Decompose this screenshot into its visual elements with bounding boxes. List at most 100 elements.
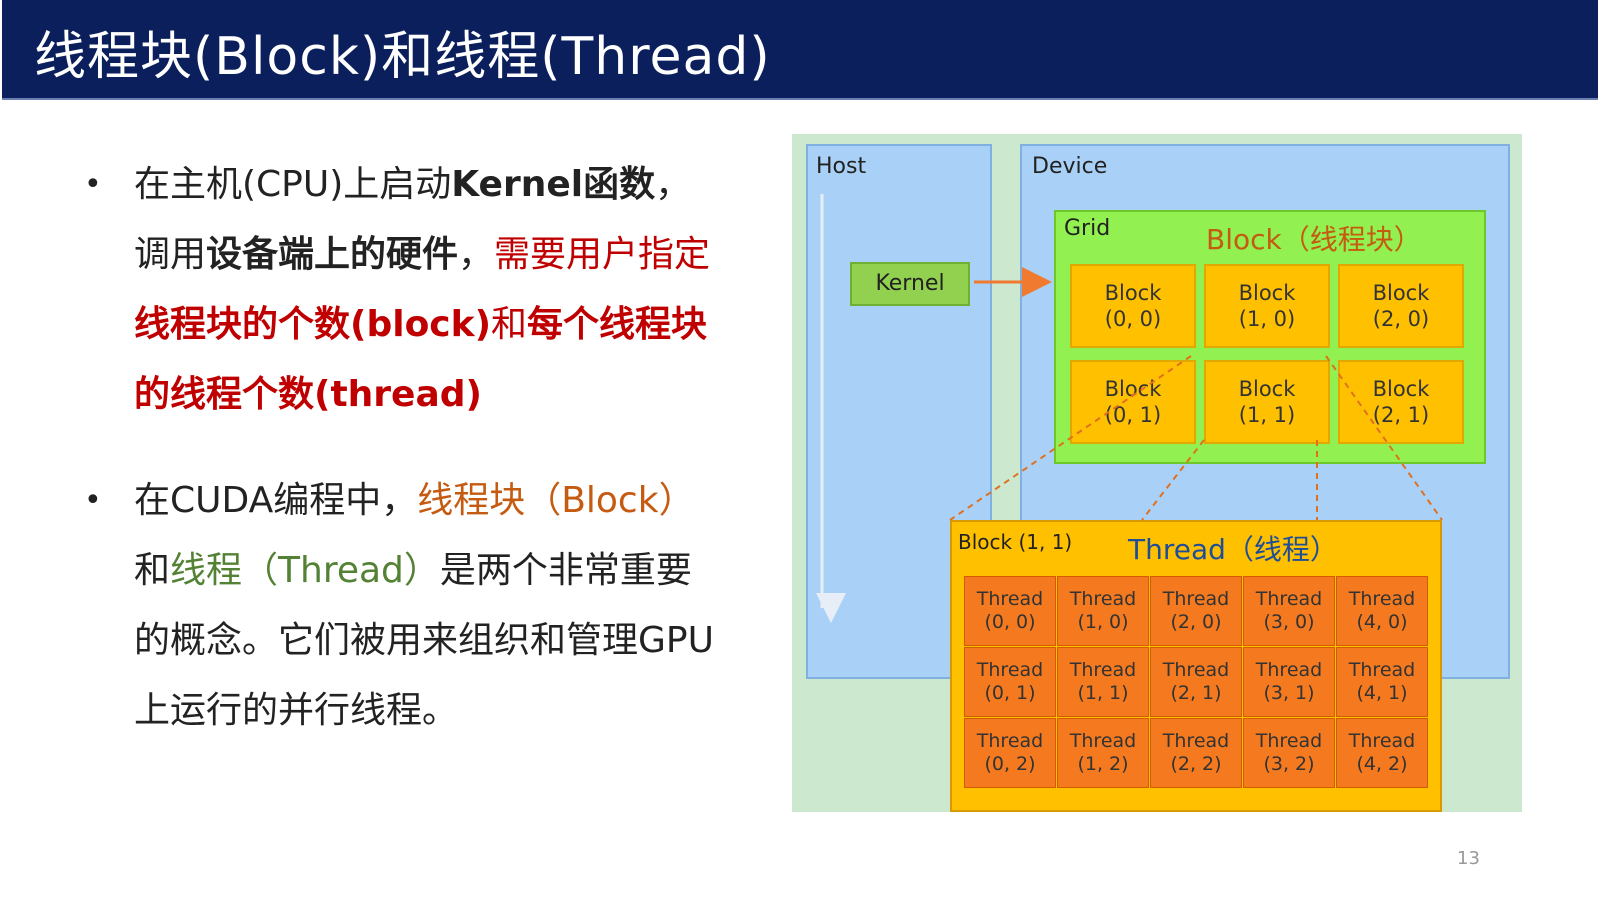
thread-cell-label: Thread xyxy=(1162,588,1230,610)
bullet-2-seg-4: 是两个非常重要的概念。它们被用来组织和管理GPU上运行的并行线程。 xyxy=(134,550,714,731)
block-cell: Block(1, 0) xyxy=(1204,264,1330,348)
page-number: 13 xyxy=(1457,848,1480,869)
kernel-box: Kernel xyxy=(850,262,970,306)
bullet-list: • 在主机(CPU)上启动Kernel函数，调用设备端上的硬件，需要用户指定线程… xyxy=(84,150,724,782)
thread-cell-index: (0, 1) xyxy=(984,682,1036,704)
thread-cell-label: Thread xyxy=(1069,659,1137,681)
host-label: Host xyxy=(816,154,867,179)
thread-cell-index: (4, 1) xyxy=(1356,682,1408,704)
block-cell-label: Block xyxy=(1104,377,1162,401)
thread-cell-label: Thread xyxy=(1348,588,1416,610)
thread-cell-label: Thread xyxy=(976,730,1044,752)
block-cell: Block(0, 0) xyxy=(1070,264,1196,348)
bullet-1-seg-6: 线程块的个数(block) xyxy=(134,304,492,345)
block-cell-index: (1, 1) xyxy=(1238,403,1296,427)
bullet-2-seg-1: 线程块（Block） xyxy=(417,480,695,521)
bullet-2-seg-2: 和 xyxy=(134,550,171,591)
thread-cell-label: Thread xyxy=(1348,659,1416,681)
thread-cell-index: (2, 0) xyxy=(1170,611,1222,633)
block-cell-label: Block xyxy=(1372,377,1430,401)
zoom-line-right xyxy=(1325,355,1443,521)
thread-cell: Thread(0, 2) xyxy=(964,718,1056,788)
thread-cell: Thread(2, 1) xyxy=(1150,647,1242,717)
bullet-1-seg-4: ， xyxy=(458,234,495,275)
thread-cell-index: (1, 2) xyxy=(1077,753,1129,775)
bullet-1-seg-0: 在主机(CPU)上启动 xyxy=(134,164,452,205)
bullet-1-seg-5: 需要用户指定 xyxy=(494,234,711,275)
zoom-line-mid xyxy=(1141,439,1205,521)
grid-box: Grid Block（线程块） Block(0, 0)Block(1, 0)Bl… xyxy=(1054,210,1486,464)
block-cell-index: (2, 1) xyxy=(1372,403,1430,427)
expanded-block-title: Thread（线程） xyxy=(1128,533,1338,566)
bullet-2-text: 在CUDA编程中，线程块（Block） 和线程（Thread）是两个非常重要的概念… xyxy=(134,480,714,731)
bullet-dot: • xyxy=(84,167,102,202)
thread-cell: Thread(0, 1) xyxy=(964,647,1056,717)
block-cell-index: (0, 1) xyxy=(1104,403,1162,427)
thread-cell-label: Thread xyxy=(1255,588,1323,610)
bullet-1-seg-8: 每个线程块的线程个数(thread) xyxy=(134,304,708,415)
thread-cell: Thread(3, 1) xyxy=(1243,647,1335,717)
bullet-1-seg-7: 和 xyxy=(491,304,528,345)
slide-title: 线程块(Block)和线程(Thread) xyxy=(34,27,771,87)
title-bar: 线程块(Block)和线程(Thread) xyxy=(2,0,1598,100)
block-cell-index: (2, 0) xyxy=(1372,307,1430,331)
block-cell: Block(2, 1) xyxy=(1338,360,1464,444)
thread-cell: Thread(1, 0) xyxy=(1057,576,1149,646)
block-cell: Block(2, 0) xyxy=(1338,264,1464,348)
thread-cell-index: (0, 0) xyxy=(984,611,1036,633)
block-cell: Block(1, 1) xyxy=(1204,360,1330,444)
thread-cell-label: Thread xyxy=(1255,659,1323,681)
thread-cell-index: (3, 0) xyxy=(1263,611,1315,633)
thread-cell: Thread(3, 0) xyxy=(1243,576,1335,646)
thread-cell-index: (1, 1) xyxy=(1077,682,1129,704)
thread-cell-index: (3, 2) xyxy=(1263,753,1315,775)
cuda-diagram: Host Device Kernel Grid Block（线程块） Block… xyxy=(792,134,1522,812)
bullet-2-seg-0: 在CUDA编程中， xyxy=(134,480,418,521)
thread-cell-index: (2, 2) xyxy=(1170,753,1222,775)
bullet-2-seg-3: 线程（Thread） xyxy=(170,550,440,591)
thread-cell-index: (3, 1) xyxy=(1263,682,1315,704)
thread-cell-index: (4, 2) xyxy=(1356,753,1408,775)
bullet-1-seg-1: Kernel函数 xyxy=(451,164,656,205)
block-cell-label: Block xyxy=(1238,377,1296,401)
diagram-overlay xyxy=(816,194,1443,623)
thread-cell: Thread(2, 2) xyxy=(1150,718,1242,788)
block-cell: Block(0, 1) xyxy=(1070,360,1196,444)
thread-cell-label: Thread xyxy=(976,588,1044,610)
zoom-line-left xyxy=(949,355,1192,521)
thread-cell: Thread(4, 0) xyxy=(1336,576,1428,646)
thread-cell: Thread(1, 2) xyxy=(1057,718,1149,788)
thread-cell: Thread(3, 2) xyxy=(1243,718,1335,788)
thread-cell-label: Thread xyxy=(1255,730,1323,752)
block-cell-label: Block xyxy=(1238,281,1296,305)
block-cell-index: (1, 0) xyxy=(1238,307,1296,331)
grid-title: Block（线程块） xyxy=(1206,223,1422,256)
bullet-1-seg-3: 设备端上的硬件 xyxy=(206,234,459,275)
thread-cell: Thread(0, 0) xyxy=(964,576,1056,646)
bullet-dot: • xyxy=(84,483,102,518)
thread-cell-label: Thread xyxy=(976,659,1044,681)
grid-label: Grid xyxy=(1064,216,1111,241)
expanded-block-label: Block (1, 1) xyxy=(958,530,1073,554)
thread-cell: Thread(2, 0) xyxy=(1150,576,1242,646)
bullet-1-text: 在主机(CPU)上启动Kernel函数，调用设备端上的硬件，需要用户指定线程块的… xyxy=(134,164,710,415)
expanded-block: Block (1, 1) Thread（线程） Thread(0, 0)Thre… xyxy=(950,520,1442,812)
thread-cell-index: (4, 0) xyxy=(1356,611,1408,633)
thread-cell-label: Thread xyxy=(1162,659,1230,681)
block-cell-index: (0, 0) xyxy=(1104,307,1162,331)
thread-cell-label: Thread xyxy=(1348,730,1416,752)
bullet-item-2: • 在CUDA编程中，线程块（Block） 和线程（Thread）是两个非常重要的… xyxy=(84,466,724,746)
thread-cell-label: Thread xyxy=(1162,730,1230,752)
block-cell-label: Block xyxy=(1104,281,1162,305)
thread-cell-index: (1, 0) xyxy=(1077,611,1129,633)
thread-cell-label: Thread xyxy=(1069,588,1137,610)
thread-cell-index: (2, 1) xyxy=(1170,682,1222,704)
bullet-item-1: • 在主机(CPU)上启动Kernel函数，调用设备端上的硬件，需要用户指定线程… xyxy=(84,150,724,430)
thread-cell-index: (0, 2) xyxy=(984,753,1036,775)
thread-cell: Thread(4, 2) xyxy=(1336,718,1428,788)
device-label: Device xyxy=(1032,154,1108,179)
thread-cell-label: Thread xyxy=(1069,730,1137,752)
thread-cell: Thread(4, 1) xyxy=(1336,647,1428,717)
thread-cell: Thread(1, 1) xyxy=(1057,647,1149,717)
block-cell-label: Block xyxy=(1372,281,1430,305)
